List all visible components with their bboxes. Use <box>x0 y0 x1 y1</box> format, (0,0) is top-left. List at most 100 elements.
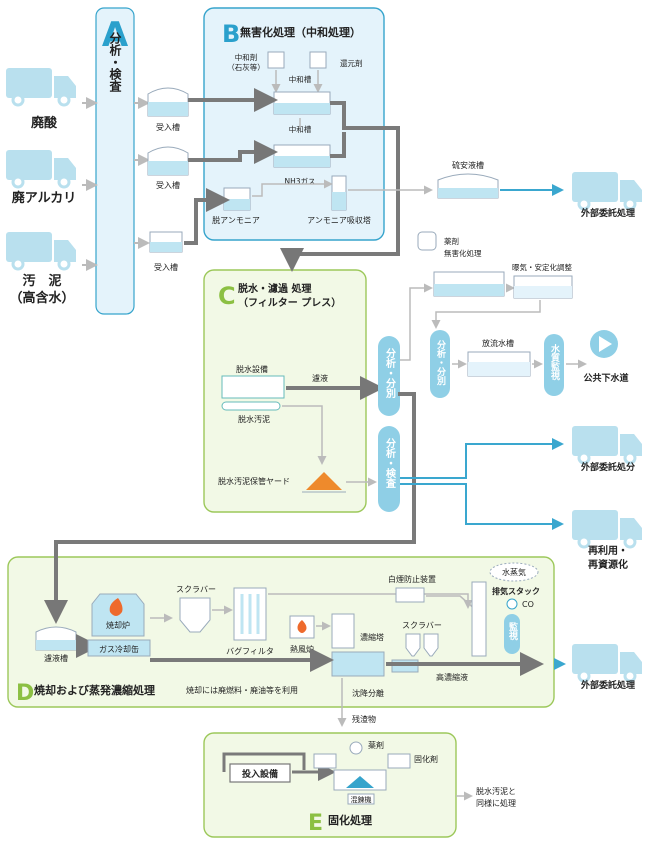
neutralizer-sub-label: （石灰等） <box>227 62 265 72</box>
flow-arrow <box>400 438 564 479</box>
aeration-label: 曝気・安定化調整 <box>512 262 572 272</box>
water-monitor-label: 水質監視 <box>549 343 561 381</box>
chemical-tank-icon <box>417 231 437 251</box>
dewater-equip-label: 脱水設備 <box>236 364 268 374</box>
outsource-label-2: 外部委託処理 <box>580 679 635 691</box>
truck-icon <box>570 642 644 683</box>
detox-label: 無害化処理 <box>444 248 482 258</box>
concentrate-label: 高濃縮液 <box>436 672 468 682</box>
solidifier-label: 固化剤 <box>414 754 438 764</box>
receiving-tank-icon <box>147 87 189 117</box>
ammonia-tower-label: アンモニア吸収塔 <box>307 215 371 225</box>
main-pipe <box>280 101 400 272</box>
monitor-pill <box>504 614 520 654</box>
valve-icon <box>506 598 518 610</box>
feeder-box <box>229 763 291 783</box>
solidifier-tank-icon <box>387 753 411 769</box>
ammonium-sulfate-label: 硫安液槽 <box>452 160 484 170</box>
gas-cooler <box>87 639 151 657</box>
analysis-separation-pill-2 <box>430 330 450 398</box>
receiving-tank-label-2: 受入槽 <box>156 180 180 190</box>
neutralization-tank-1-fill <box>274 103 330 114</box>
section-e-title: 固化処理 <box>328 813 372 827</box>
truck-icon <box>4 66 78 107</box>
same-as-sludge-label: 脱水汚泥と <box>476 786 516 796</box>
flow-arrow <box>252 179 333 197</box>
neut-tank-label-1: 中和槽 <box>289 74 312 84</box>
scrubber-2-label: スクラバー <box>402 621 442 630</box>
scrubber-1 <box>179 597 211 633</box>
feeder-label: 投入設備 <box>242 768 278 780</box>
discharge-tank-fill <box>468 362 530 376</box>
hot-air-label: 熱風炉 <box>290 644 314 654</box>
sewer-label: 公共下水道 <box>583 372 628 384</box>
section-b-title: 無害化処理（中和処理） <box>240 25 361 39</box>
nh3-gas-label: NH3ガス <box>284 176 315 186</box>
sludge-yard-label: 脱水汚泥保管ヤード <box>218 476 290 486</box>
filtrate-tank-fill <box>36 640 76 650</box>
kneader-mix-icon <box>346 776 374 788</box>
flow-arrow <box>431 300 541 329</box>
section-d-note: 焼却には廃燃料・廃油等を利用 <box>186 685 298 695</box>
section-d-title: 焼却および蒸発濃縮処理 <box>34 683 155 697</box>
aeration-tank-fill <box>514 286 572 298</box>
sewer-play-triangle <box>599 336 612 352</box>
truck-icon <box>4 230 78 271</box>
bag-filter-label: バグフィルタ <box>226 646 274 656</box>
section-c-letter: C <box>218 282 236 310</box>
receiving-tank-label-1: 受入槽 <box>156 122 180 132</box>
fire-icon <box>109 598 123 616</box>
concentrator-label: 濃縮塔 <box>360 632 384 642</box>
receiving-tank-fill <box>150 242 182 252</box>
truck-icon <box>570 424 644 465</box>
truck-icon <box>570 170 644 211</box>
chemical-tank-icon <box>309 51 327 69</box>
exhaust-stack <box>471 581 487 657</box>
same-as-sludge-sub-label: 同様に処理 <box>476 798 516 808</box>
chemical-tank-icon <box>349 741 363 755</box>
co-label: CO <box>522 600 534 609</box>
main-pipe <box>44 392 416 624</box>
residue-label: 残渣物 <box>352 714 376 724</box>
monitor-label: 監視 <box>507 621 519 641</box>
filtrate-label: 濾液 <box>312 373 328 383</box>
neutralizer-label: 中和剤 <box>235 52 258 62</box>
deammonia-tank-fill <box>224 199 250 210</box>
flow-arrow <box>268 593 473 609</box>
smoke-prevention-unit <box>395 587 425 603</box>
analysis-separation-label-2: 分析・分別 <box>435 339 447 386</box>
main-pipe <box>330 132 346 158</box>
scrubber-2 <box>423 633 439 657</box>
waste-alkali-label: 廃アルカリ <box>11 190 76 206</box>
incinerator-label: 焼却炉 <box>106 620 130 630</box>
flow-arrow <box>400 483 564 530</box>
sludge-sub-label: （高含水） <box>9 290 74 306</box>
analysis-inspection-pill <box>378 426 400 512</box>
smoke-prevent-label: 白煙防止装置 <box>388 574 436 584</box>
dewatered-sludge-icon <box>221 401 281 411</box>
analysis-separation-label: 分析・分別 <box>384 347 397 399</box>
main-pipe <box>188 140 278 164</box>
outsource-disposal-label: 外部委託処分 <box>580 461 635 473</box>
chemical-tank-icon <box>313 753 337 769</box>
concentrator-tower <box>331 613 355 649</box>
section-a-letter: A <box>102 15 129 55</box>
flow-line <box>426 595 477 611</box>
scrubber-1-label: スクラバー <box>176 585 216 594</box>
filtrate-tank-label: 濾液槽 <box>44 653 68 663</box>
flow-arrow <box>400 283 433 361</box>
steam-label: 水蒸気 <box>502 567 526 577</box>
exhaust-stack-label: 排気スタック <box>492 586 540 596</box>
ammonium-sulfate-fill <box>438 188 498 198</box>
flow-arrow <box>282 405 327 465</box>
main-pipe <box>222 752 306 772</box>
analysis-inspection-label: 分析・検査 <box>384 437 397 488</box>
sludge-label: 汚 泥 <box>22 273 61 289</box>
sediment-label: 沈降分離 <box>352 688 384 698</box>
truck-icon <box>570 508 644 549</box>
section-e-letter: E <box>308 811 323 836</box>
section-c-title: 脱水・濾過 処理 <box>238 282 311 295</box>
section-c-subtitle: （フィルター プレス） <box>238 296 341 309</box>
outsource-label-1: 外部委託処理 <box>580 207 635 219</box>
